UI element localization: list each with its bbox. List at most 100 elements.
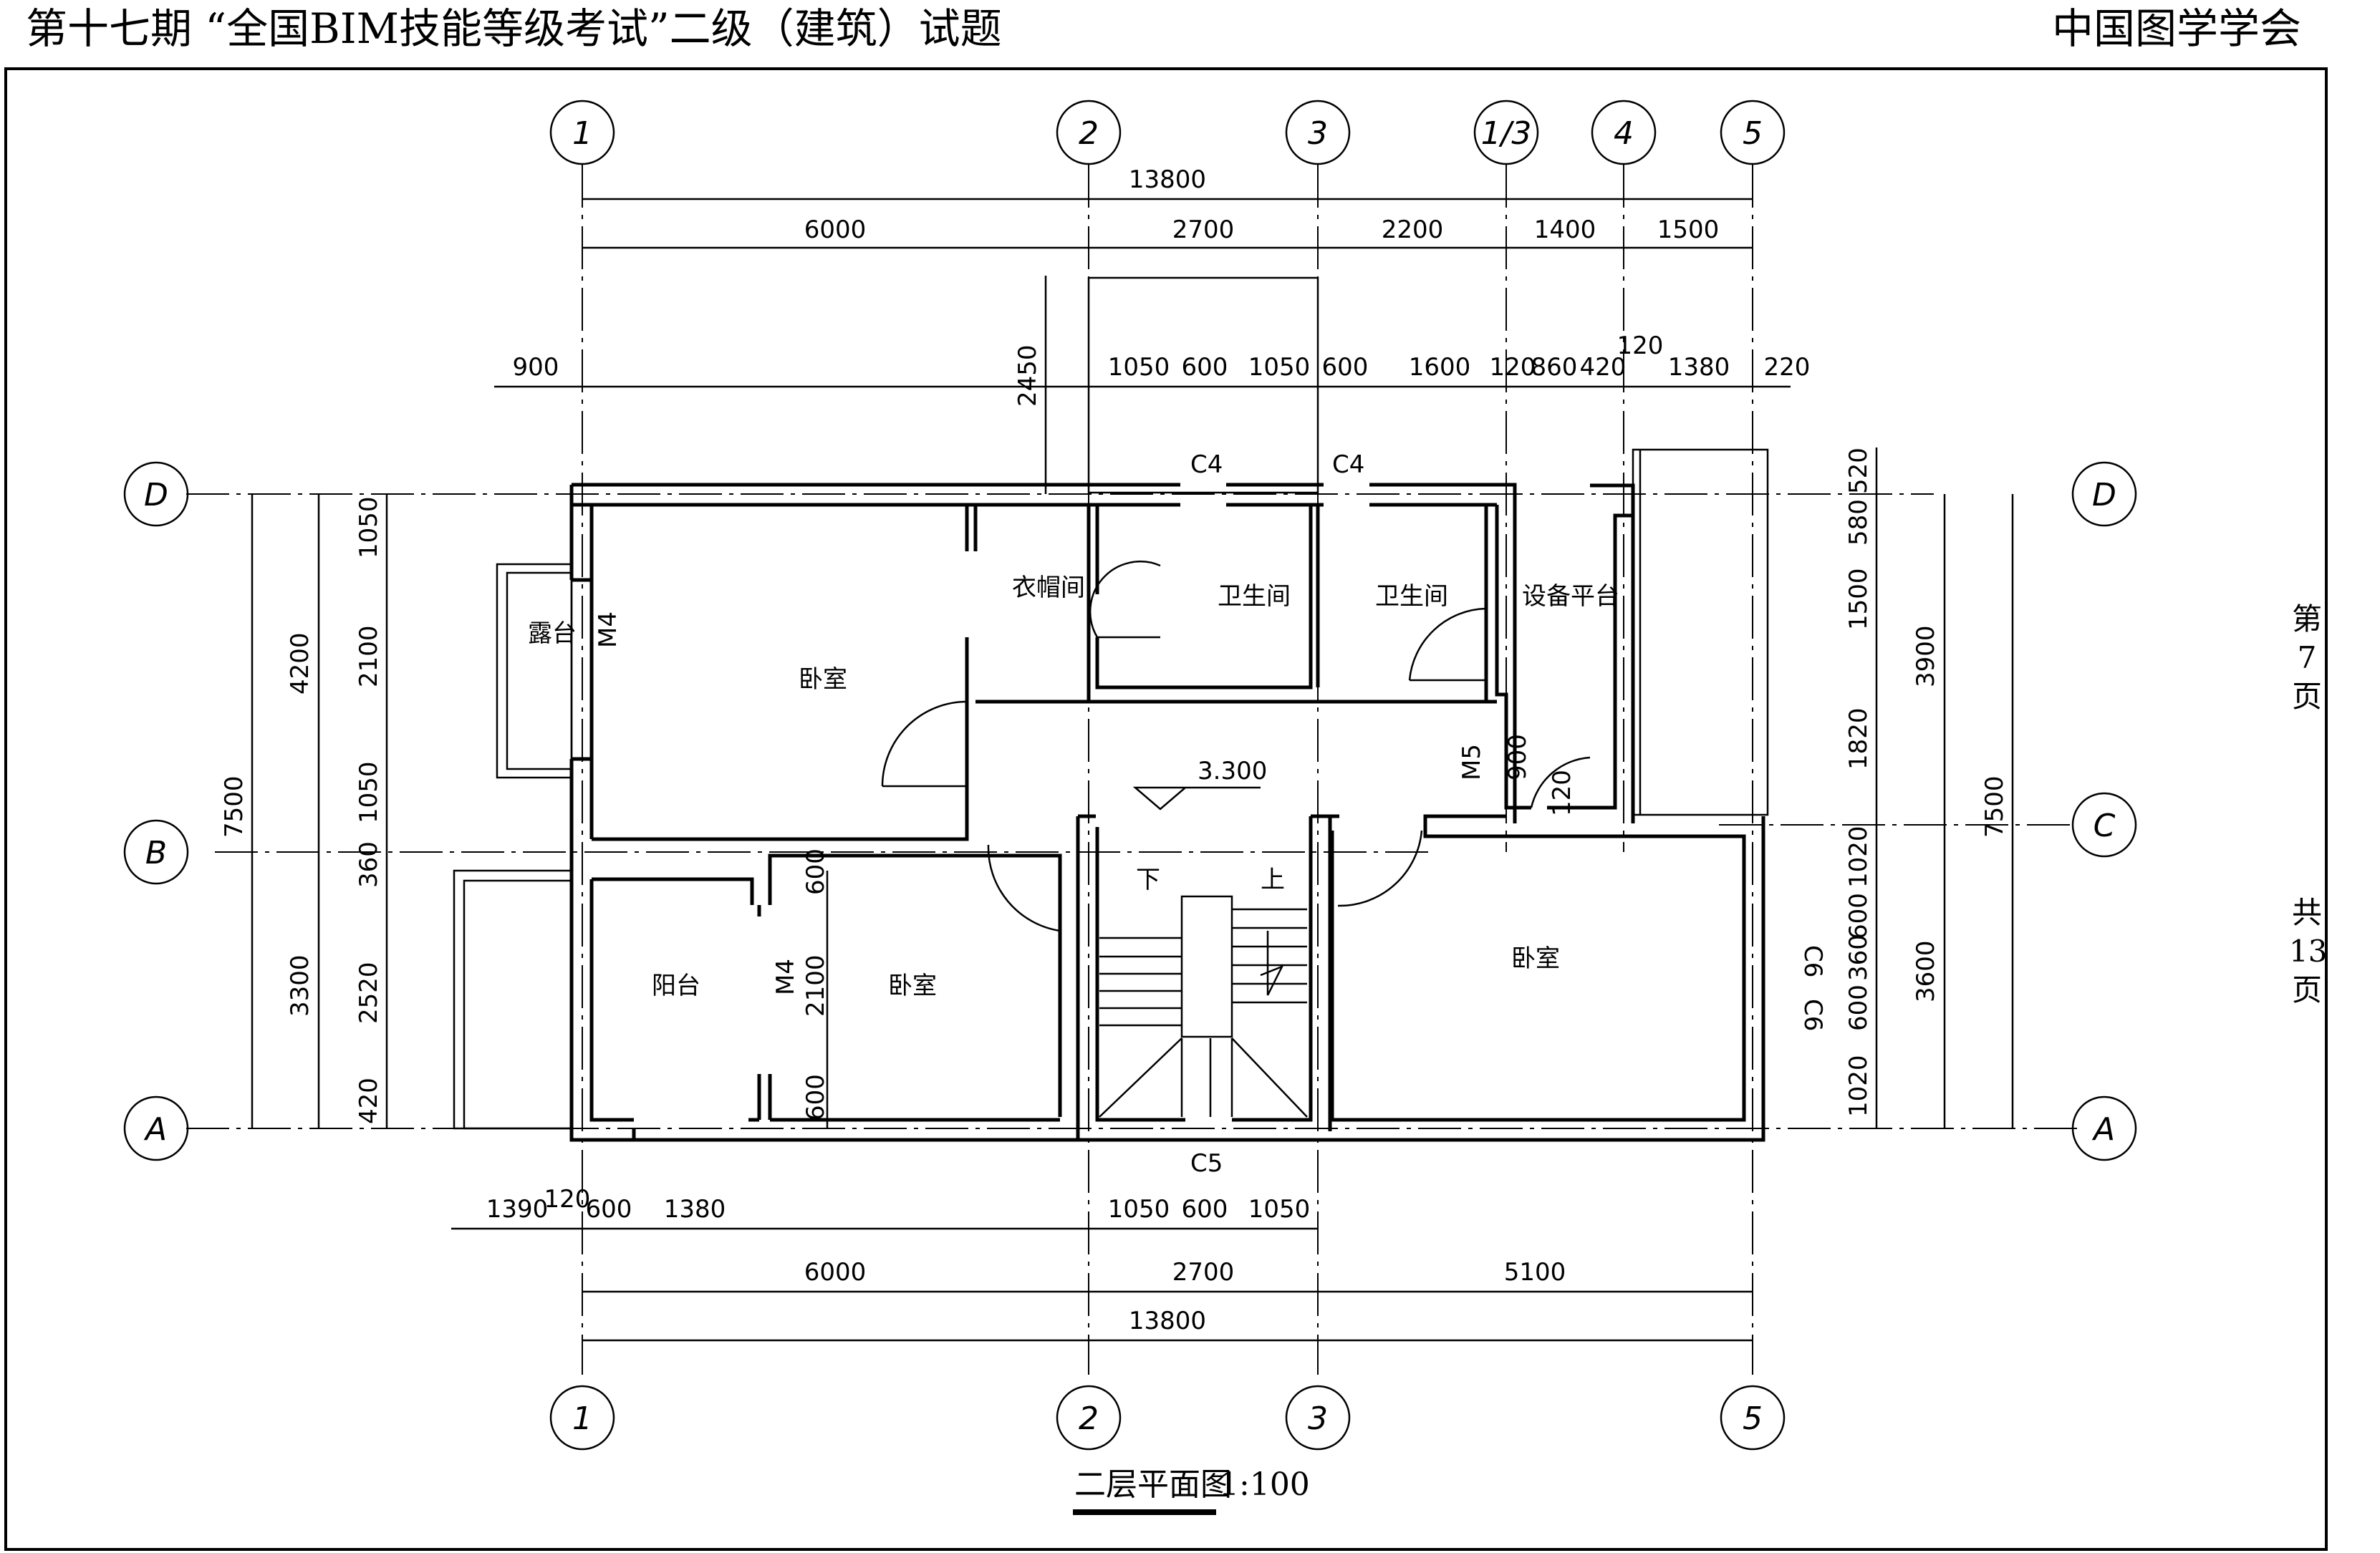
window-tag-c4-2: C4 <box>1332 450 1364 479</box>
axis-1-top: 1 <box>572 115 592 152</box>
room-balcony: 阳台 <box>652 972 700 1000</box>
dimension-text-bottom: 1390 120 600 1380 1050 600 1050 6000 270… <box>486 1185 1566 1335</box>
grid-lines <box>186 165 2077 1375</box>
dim-right-600b: 600 <box>1844 984 1873 1031</box>
dim-bot-1050b: 1050 <box>1248 1195 1311 1224</box>
room-bedroom-1: 卧室 <box>799 665 847 694</box>
room-bath-2: 卫生间 <box>1375 582 1448 611</box>
dim-top-total: 13800 <box>1129 165 1206 194</box>
dim-bot-total: 13800 <box>1129 1307 1206 1335</box>
axis-1-3-top: 1/3 <box>1481 115 1532 152</box>
dim-win-600a: 600 <box>801 848 830 895</box>
dim-detail-420: 420 <box>1580 353 1627 382</box>
window-tag-c5: C5 <box>1190 1149 1223 1178</box>
dim-right-1500: 1500 <box>1844 568 1873 630</box>
total-suffix: 页 <box>2291 972 2322 1007</box>
dim-bot-1050a: 1050 <box>1108 1195 1170 1224</box>
north-projection <box>1087 276 1319 494</box>
dim-door-120: 120 <box>1548 770 1576 816</box>
dim-left-420: 420 <box>355 1078 383 1124</box>
door-tag-m4-2: M4 <box>771 959 800 995</box>
axis-bubbles-bottom: 1 2 3 5 <box>549 1385 1786 1451</box>
axis-d-right: D <box>2092 477 2116 513</box>
axis-a-right: A <box>2091 1111 2115 1148</box>
dim-detail-120b: 120 <box>1617 332 1664 360</box>
dim-bot-1390: 1390 <box>486 1195 549 1224</box>
axis-a-left: A <box>143 1111 167 1148</box>
dim-left-2100: 2100 <box>355 625 383 687</box>
axis-bubbles-top: 1 2 3 1/3 4 5 <box>549 100 1786 165</box>
dim-right-3600: 3600 <box>1912 940 1940 1002</box>
dim-detail-900: 900 <box>513 353 559 382</box>
stair-down-label: 下 <box>1136 866 1160 894</box>
dim-right-1020a: 1020 <box>1844 826 1873 888</box>
dim-right-1020b: 1020 <box>1844 1055 1873 1117</box>
dim-left-7500: 7500 <box>220 775 249 838</box>
room-terrace: 露台 <box>528 619 577 648</box>
axis-bubbles-sides: D B A D C A <box>123 461 2137 1161</box>
exterior-elements <box>453 276 1769 1130</box>
room-bath-1: 卫生间 <box>1218 582 1291 611</box>
axis-1-bottom: 1 <box>572 1400 592 1437</box>
drawing-title: 二层平面图 <box>1074 1466 1232 1503</box>
dim-detail-1600: 1600 <box>1409 353 1471 382</box>
header-organization: 中国图学学会 <box>2051 4 2301 53</box>
page-number: 7 <box>2297 640 2317 675</box>
dim-detail-860: 860 <box>1531 353 1578 382</box>
axis-5-bottom: 5 <box>1743 1400 1763 1437</box>
terrace-outline <box>496 563 573 779</box>
dim-top-4: 1400 <box>1534 216 1596 244</box>
total-pages: 13 <box>2289 934 2328 969</box>
axis-3-bottom: 3 <box>1308 1400 1328 1437</box>
stair <box>1099 895 1308 1118</box>
balcony-outline <box>453 869 573 1130</box>
dim-top-3: 2200 <box>1382 216 1444 244</box>
dim-bot-120: 120 <box>544 1185 591 1214</box>
opening-tags: C4 C4 C5 C6 C6 M4 M4 M5 <box>594 450 1827 1178</box>
dimension-text-right: 520 580 1500 1820 1020 600 360 600 1020 … <box>1844 447 2009 1117</box>
dim-top-2: 2700 <box>1172 216 1235 244</box>
dim-left-360: 360 <box>355 841 383 888</box>
dim-detail-1050b: 1050 <box>1248 353 1311 382</box>
dim-right-520: 520 <box>1844 447 1873 494</box>
dim-right-7500: 7500 <box>1980 775 2009 838</box>
window-tag-c6-2: C6 <box>1798 999 1827 1031</box>
dim-bot-1380: 1380 <box>664 1195 726 1224</box>
dim-top-1: 6000 <box>804 216 867 244</box>
room-bedroom-2: 卧室 <box>888 972 937 1000</box>
door-tag-m5: M5 <box>1458 744 1486 780</box>
dim-left-2520: 2520 <box>355 962 383 1024</box>
dim-detail-120a: 120 <box>1490 353 1536 382</box>
dim-left-4200: 4200 <box>286 632 314 695</box>
dim-bot-row-2: 2700 <box>1172 1258 1235 1287</box>
east-projection <box>1632 448 1769 816</box>
elevation-marker: 3.300 <box>1132 757 1267 811</box>
dim-left-1050a: 1050 <box>355 496 383 558</box>
dim-win-2100: 2100 <box>801 954 830 1017</box>
page-prefix: 第 <box>2291 601 2322 637</box>
dim-right-1820: 1820 <box>1844 707 1873 770</box>
room-bedroom-3: 卧室 <box>1511 944 1560 973</box>
stair-up-label: 上 <box>1261 866 1285 894</box>
axis-3-top: 3 <box>1308 115 1328 152</box>
header-title: 第十七期 “全国BIM技能等级考试”二级（建筑）试题 <box>26 4 1002 53</box>
dim-bot-600: 600 <box>586 1195 632 1224</box>
room-equipment-platform: 设备平台 <box>1522 582 1619 611</box>
dimension-text-left: 7500 4200 3300 1050 2100 1050 360 2520 4… <box>220 496 1576 1124</box>
axis-b-left: B <box>145 835 167 871</box>
room-labels: 卧室 衣帽间 卫生间 卫生间 设备平台 露台 阳台 卧室 卧室 下 上 <box>528 574 1619 1000</box>
dimension-text-top: 13800 6000 2700 2200 1400 1500 900 1050 … <box>513 165 1811 407</box>
dim-right-600a: 600 <box>1844 893 1873 939</box>
dim-2450: 2450 <box>1013 344 1042 407</box>
dim-right-580: 580 <box>1844 499 1873 546</box>
axis-4-top: 4 <box>1614 115 1634 152</box>
dimension-lines <box>251 198 2014 1342</box>
room-closet: 衣帽间 <box>1012 574 1085 602</box>
dim-top-5: 1500 <box>1657 216 1720 244</box>
elevation-value: 3.300 <box>1198 757 1267 785</box>
drawing-scale: 1:100 <box>1219 1466 1310 1503</box>
dim-detail-1050a: 1050 <box>1108 353 1170 382</box>
dim-door-900: 900 <box>1503 734 1532 780</box>
dim-bot-row-1: 6000 <box>804 1258 867 1287</box>
